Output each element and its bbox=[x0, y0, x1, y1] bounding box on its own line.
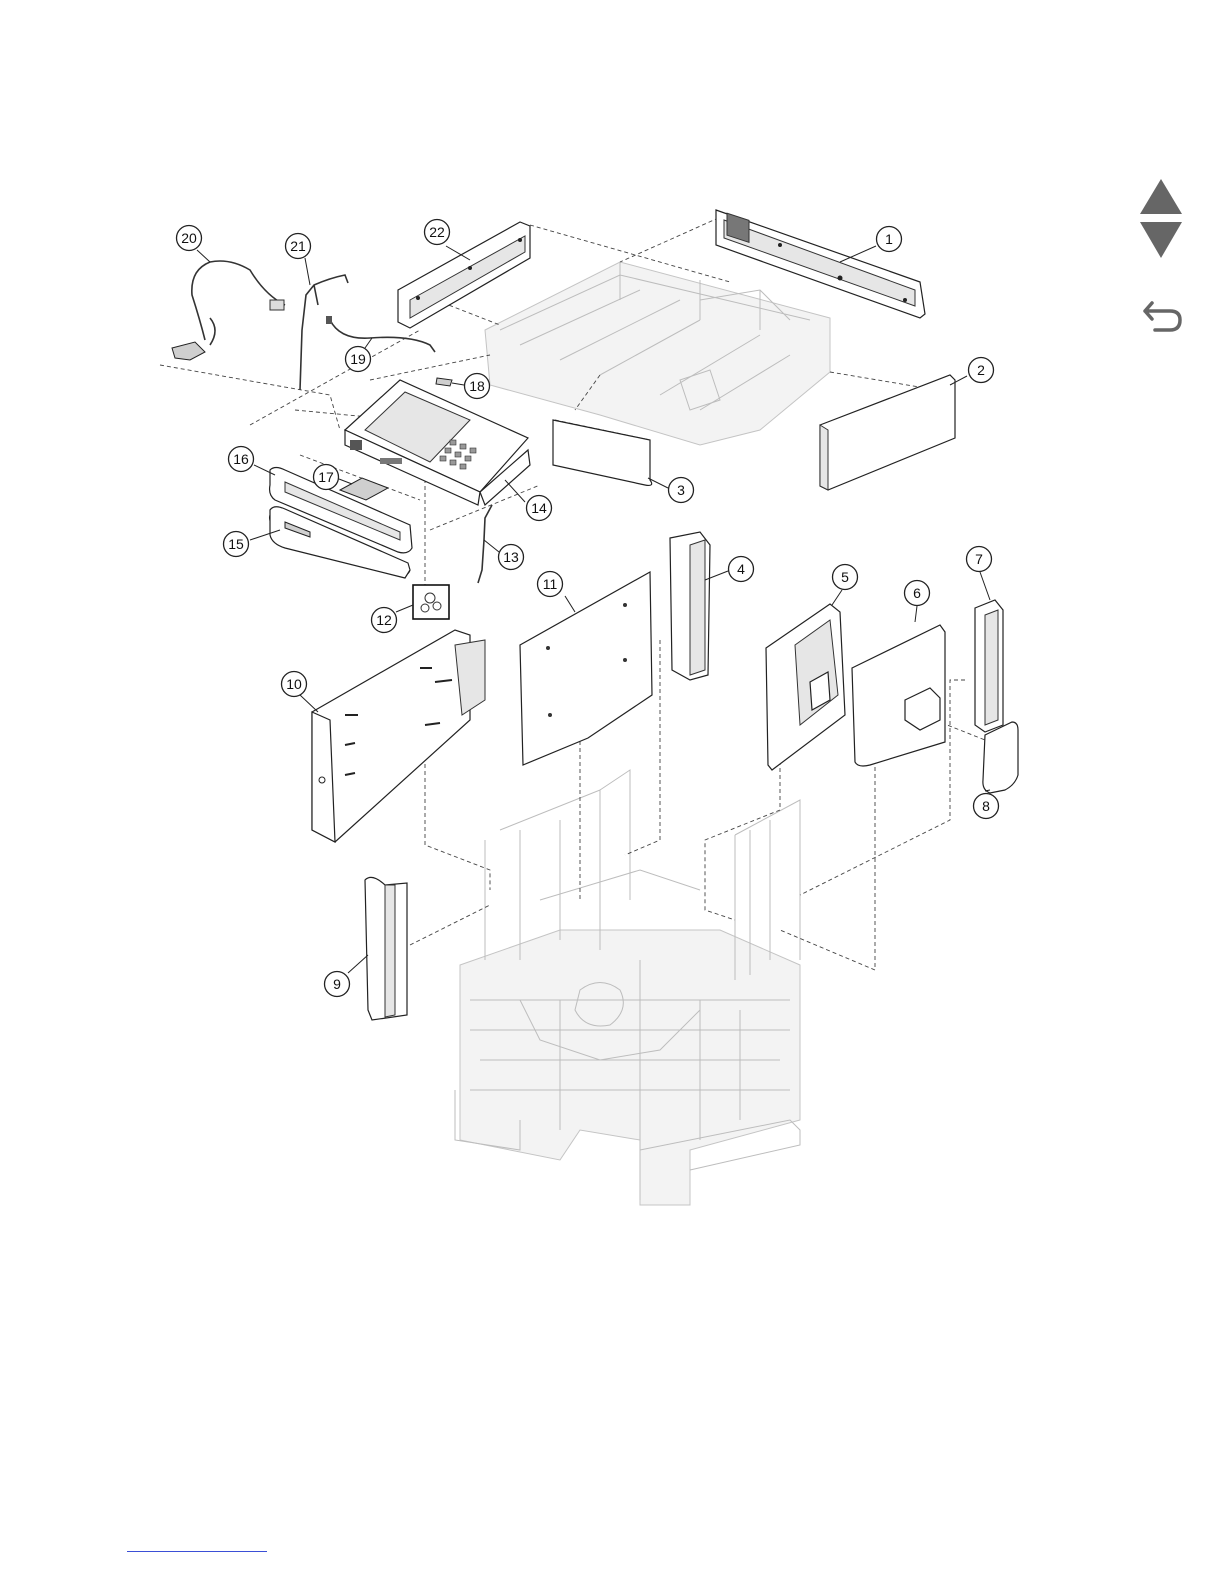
part-13-cable bbox=[478, 505, 492, 583]
callout-22-label: 22 bbox=[429, 224, 445, 240]
callout-3: 3 bbox=[669, 478, 694, 503]
callout-19-label: 19 bbox=[350, 351, 366, 367]
callout-11-label: 11 bbox=[543, 576, 558, 592]
callout-1: 1 bbox=[877, 227, 902, 252]
nav-down-button[interactable] bbox=[1140, 222, 1182, 258]
callout-10: 10 bbox=[282, 672, 307, 697]
part-6-rear-cover bbox=[852, 625, 945, 766]
callout-12-label: 12 bbox=[376, 612, 392, 628]
callout-18-label: 18 bbox=[469, 378, 485, 394]
callout-7-label: 7 bbox=[975, 551, 983, 567]
footer-link[interactable] bbox=[127, 1551, 267, 1552]
callout-12: 12 bbox=[372, 608, 397, 633]
part-20-cable bbox=[172, 261, 285, 360]
part-8-small-cover bbox=[983, 722, 1018, 793]
callout-5: 5 bbox=[833, 565, 858, 590]
callout-8-label: 8 bbox=[982, 798, 990, 814]
callout-8: 8 bbox=[974, 794, 999, 819]
callout-4-label: 4 bbox=[737, 561, 745, 577]
back-button[interactable] bbox=[1145, 303, 1180, 330]
callout-11: 11 bbox=[538, 572, 563, 597]
callout-17-label: 17 bbox=[318, 469, 334, 485]
callout-5-label: 5 bbox=[841, 569, 849, 585]
callout-21-label: 21 bbox=[290, 238, 306, 254]
part-10-left-frame bbox=[312, 630, 485, 842]
callout-6-label: 6 bbox=[913, 585, 921, 601]
callout-7: 7 bbox=[967, 547, 992, 572]
callout-19: 19 bbox=[346, 347, 371, 372]
callout-16-label: 16 bbox=[233, 451, 249, 467]
part-5-rear-frame bbox=[766, 604, 845, 770]
part-18-clip bbox=[436, 378, 452, 386]
callout-14-label: 14 bbox=[531, 500, 547, 516]
callout-10-label: 10 bbox=[286, 676, 302, 692]
triangle-up-icon bbox=[1140, 179, 1182, 214]
callout-15-label: 15 bbox=[228, 536, 244, 552]
callout-13-label: 13 bbox=[503, 549, 519, 565]
return-arrow-icon bbox=[1145, 303, 1180, 330]
callout-14: 14 bbox=[527, 496, 552, 521]
nav-up-button[interactable] bbox=[1140, 179, 1182, 214]
part-2-right-cover bbox=[820, 375, 955, 490]
callout-1-label: 1 bbox=[885, 231, 893, 247]
callout-13: 13 bbox=[499, 545, 524, 570]
callout-15: 15 bbox=[224, 532, 249, 557]
callout-22: 22 bbox=[425, 220, 450, 245]
callout-9-label: 9 bbox=[333, 976, 341, 992]
part-22-left-rail bbox=[398, 222, 530, 328]
part-12-fastener-kit bbox=[413, 585, 449, 619]
triangle-down-icon bbox=[1140, 222, 1182, 258]
part-17-card bbox=[340, 478, 388, 500]
callout-20: 20 bbox=[177, 226, 202, 251]
part-11-side-cover bbox=[520, 572, 652, 765]
callout-2-label: 2 bbox=[977, 362, 985, 378]
part-4-bracket bbox=[670, 532, 710, 680]
callout-17: 17 bbox=[314, 465, 339, 490]
callout-2: 2 bbox=[969, 358, 994, 383]
printer-base-frame bbox=[455, 770, 800, 1205]
callout-18: 18 bbox=[465, 374, 490, 399]
callout-16: 16 bbox=[229, 447, 254, 472]
part-7-bracket bbox=[975, 600, 1003, 732]
callout-20-label: 20 bbox=[181, 230, 197, 246]
callout-9: 9 bbox=[325, 972, 350, 997]
part-3-front-panel bbox=[553, 420, 652, 485]
part-9-corner-cover bbox=[365, 877, 407, 1020]
callout-21: 21 bbox=[286, 234, 311, 259]
callout-6: 6 bbox=[905, 581, 930, 606]
callout-4: 4 bbox=[729, 557, 754, 582]
callout-3-label: 3 bbox=[677, 482, 685, 498]
scanner-frame bbox=[485, 262, 830, 445]
